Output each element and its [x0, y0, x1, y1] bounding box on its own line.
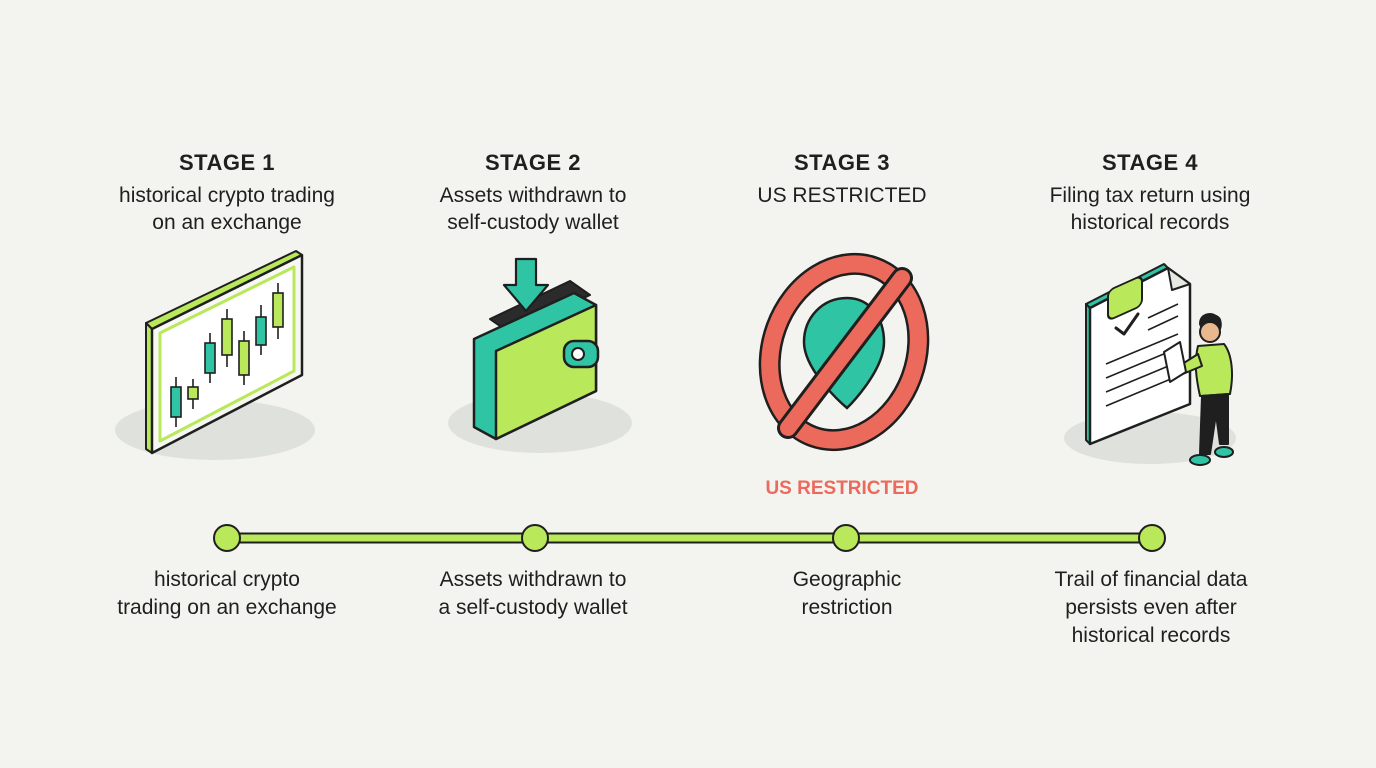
stage-1-title: STAGE 1 — [178, 150, 275, 175]
stage-2-desc: Assets withdrawn to self-custody wallet — [373, 182, 693, 236]
stage-4-title: STAGE 4 — [1101, 150, 1198, 175]
restricted-location-icon — [752, 248, 942, 463]
stage-2-header: STAGE 2 Assets withdrawn to self-custody… — [373, 150, 693, 236]
timeline-node-3 — [832, 524, 860, 552]
stage-4-desc-line-2: historical records — [1070, 211, 1230, 234]
stage-4-desc: Filing tax return using historical recor… — [990, 182, 1310, 236]
stage-2-bottom-line-1: Assets withdrawn to — [439, 568, 627, 591]
stage-3-desc: US RESTRICTED — [682, 182, 1002, 209]
stage-4-bottom-label: Trail of financial data persists even af… — [1001, 566, 1301, 650]
stage-2-desc-line-2: self-custody wallet — [447, 211, 619, 234]
stage-3-bottom-line-2: restriction — [801, 596, 893, 619]
stage-1-bottom-line-1: historical crypto — [154, 568, 300, 591]
candlestick-chart-icon — [110, 245, 340, 480]
checkmark-icon — [1107, 276, 1143, 320]
stage-3-title: STAGE 3 — [793, 150, 890, 175]
stage-3-header: STAGE 3 US RESTRICTED — [682, 150, 1002, 209]
wallet-icon — [440, 255, 640, 470]
us-restricted-label: US RESTRICTED — [765, 478, 919, 499]
stage-4-header: STAGE 4 Filing tax return using historic… — [990, 150, 1310, 236]
tax-document-person-icon — [1060, 258, 1260, 483]
stage-1-bottom-line-2: trading on an exchange — [117, 596, 337, 619]
stage-2-title: STAGE 2 — [484, 150, 581, 175]
timeline-node-2 — [521, 524, 549, 552]
stage-4-desc-line-1: Filing tax return using — [1049, 184, 1251, 207]
stage-4-bottom-line-3: historical records — [1071, 624, 1231, 647]
stage-2-bottom-line-2: a self-custody wallet — [438, 596, 628, 619]
stage-1-desc-line-1: historical crypto trading — [119, 184, 335, 207]
stage-1-header: STAGE 1 historical crypto trading on an … — [67, 150, 387, 236]
timeline-node-1 — [213, 524, 241, 552]
person-figure — [1163, 313, 1234, 466]
stage-3-bottom-line-1: Geographic — [792, 568, 902, 591]
stage-4-bottom-line-2: persists even after — [1065, 596, 1237, 619]
timeline-node-4 — [1138, 524, 1166, 552]
stage-4-bottom-line-1: Trail of financial data — [1054, 568, 1248, 591]
download-arrow-icon — [502, 257, 550, 313]
stage-3-desc-line-1: US RESTRICTED — [757, 184, 927, 207]
stage-2-bottom-label: Assets withdrawn to a self-custody walle… — [383, 566, 683, 622]
stage-2-desc-line-1: Assets withdrawn to — [439, 184, 627, 207]
stage-1-desc-line-2: on an exchange — [152, 211, 302, 234]
stage-1-desc: historical crypto trading on an exchange — [67, 182, 387, 236]
stage-3-bottom-label: Geographic restriction — [697, 566, 997, 622]
stage-1-bottom-label: historical crypto trading on an exchange — [77, 566, 377, 622]
